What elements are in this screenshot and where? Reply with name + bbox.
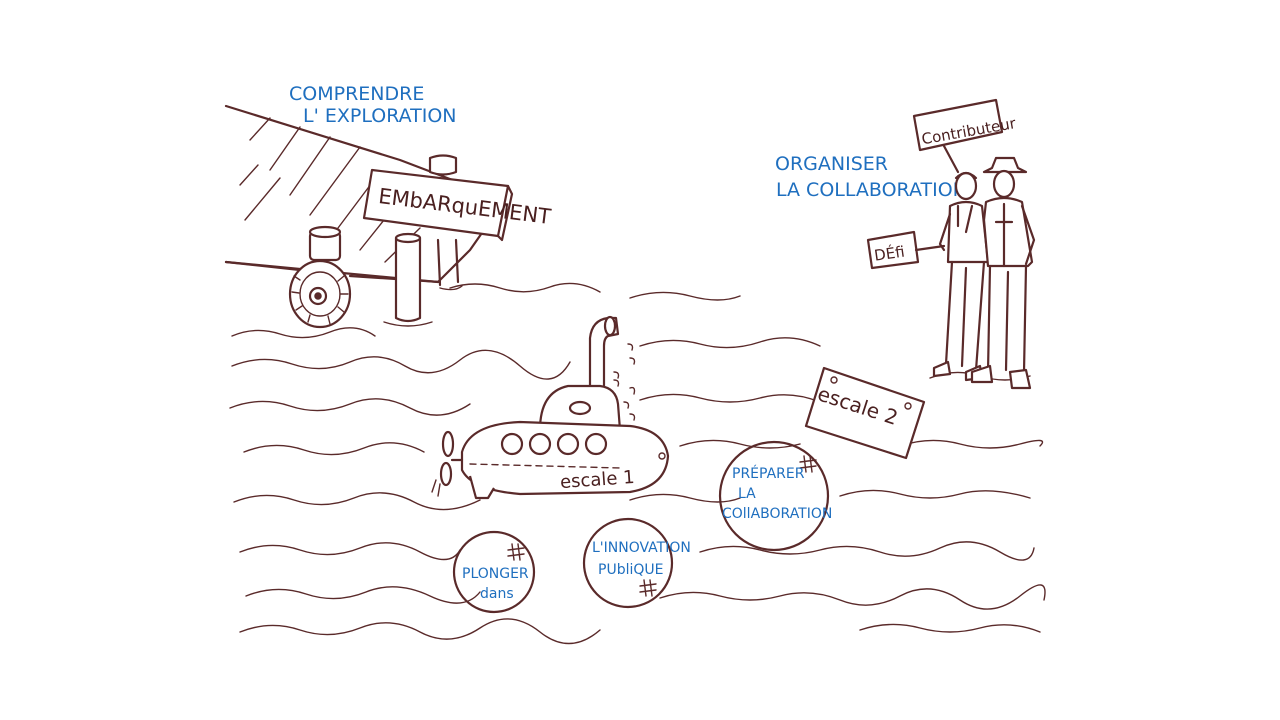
- bubble-innovation: L'INNOVATION PUbliQUE: [582, 517, 691, 609]
- defi-label: DÉfi: [873, 242, 906, 265]
- people: Contributeur DÉfi: [866, 98, 1036, 390]
- plonger-line1: PLONGER: [462, 566, 529, 582]
- defi-sign: DÉfi: [866, 230, 946, 270]
- porthole: [584, 432, 608, 456]
- person-woman: [932, 171, 990, 382]
- embarquement-sign: EMbARquEMENT: [362, 168, 552, 242]
- pier-bollard-top: [428, 154, 458, 176]
- porthole: [556, 432, 580, 456]
- comprendre-label-line2: L' EXPLORATION: [303, 105, 457, 127]
- escale1-label: escale 1: [559, 467, 635, 493]
- submarine: escale 1: [431, 315, 670, 500]
- organiser-label-line1: ORGANISER: [775, 153, 888, 175]
- escale2-sign: escale 2: [804, 366, 926, 460]
- pier-post: [394, 233, 422, 323]
- porthole: [500, 432, 524, 456]
- bubble-preparer: PRÉPARER LA COllABORATION: [718, 440, 832, 552]
- water-waves: [229, 282, 1046, 645]
- innovation-line2: PUbliQUE: [598, 562, 663, 578]
- pier: EMbARquEMENT: [224, 104, 552, 329]
- propeller: [431, 430, 464, 497]
- preparer-line2: LA: [738, 486, 756, 502]
- porthole: [528, 432, 552, 456]
- tire-bumper: [288, 225, 352, 329]
- preparer-line1: PRÉPARER: [732, 465, 805, 482]
- person-man: [970, 156, 1036, 390]
- innovation-line1: L'INNOVATION: [592, 540, 691, 556]
- plonger-line2: dans: [480, 586, 514, 602]
- comprendre-label-line1: COMPRENDRE: [289, 83, 424, 105]
- preparer-line3: COllABORATION: [722, 506, 832, 522]
- bubble-plonger: PLONGER dans: [452, 530, 536, 614]
- organiser-label-line2: LA COLLABORATION: [776, 179, 967, 201]
